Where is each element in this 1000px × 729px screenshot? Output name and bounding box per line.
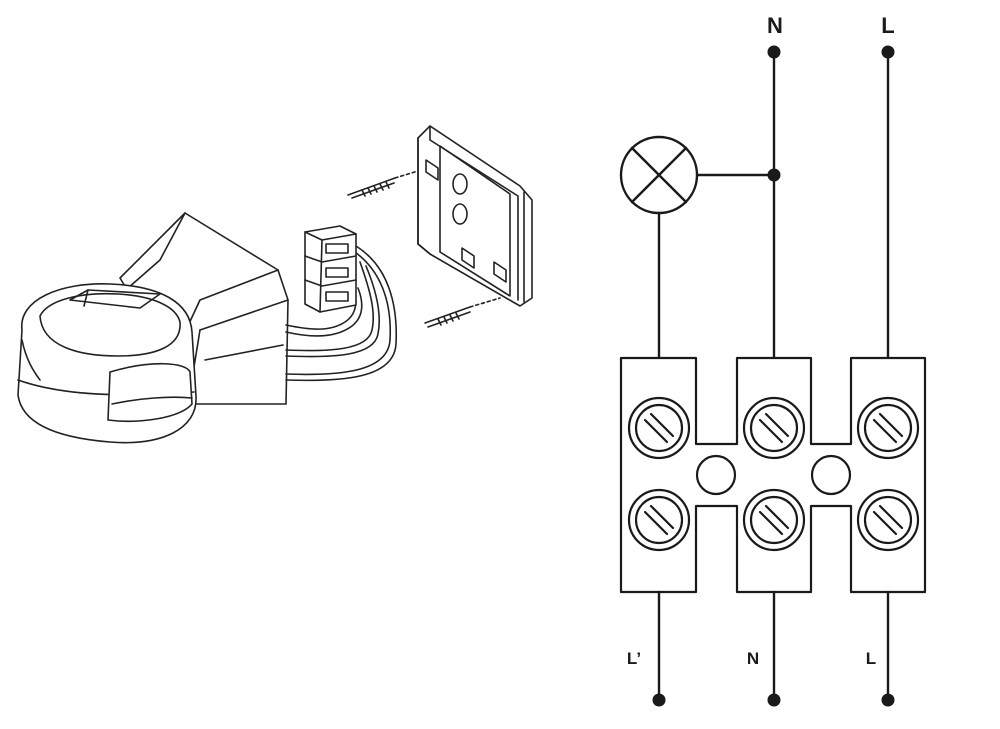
terminal-label-bottom-l: L	[866, 649, 876, 668]
sensor-wires	[285, 245, 398, 382]
output-node-live	[881, 693, 895, 707]
terminal-label-top-n: N	[767, 13, 783, 38]
terminal-label-top-l: L	[881, 13, 894, 38]
screw-icon	[856, 396, 920, 460]
screw-icon	[742, 396, 806, 460]
lamp-icon	[619, 135, 699, 215]
output-node-load	[652, 693, 666, 707]
bridge-hole	[810, 454, 852, 496]
mounting-box	[417, 125, 533, 307]
connector-block	[304, 225, 357, 313]
wiring-schematic: N L	[619, 13, 927, 707]
sensor-head	[17, 283, 197, 444]
screw-icon	[424, 297, 501, 328]
screw-icon	[627, 396, 691, 460]
screw-icon	[856, 488, 920, 552]
terminal-label-bottom-load: L’	[627, 649, 641, 668]
screw-icon	[627, 488, 691, 552]
pir-motion-sensor-exploded-icon	[17, 125, 533, 444]
terminal-block-icon	[619, 356, 927, 594]
screw-icon	[347, 170, 419, 199]
bridge-hole	[695, 454, 737, 496]
terminal-label-bottom-n: N	[747, 649, 759, 668]
output-node-neutral	[767, 693, 781, 707]
screw-icon	[742, 488, 806, 552]
